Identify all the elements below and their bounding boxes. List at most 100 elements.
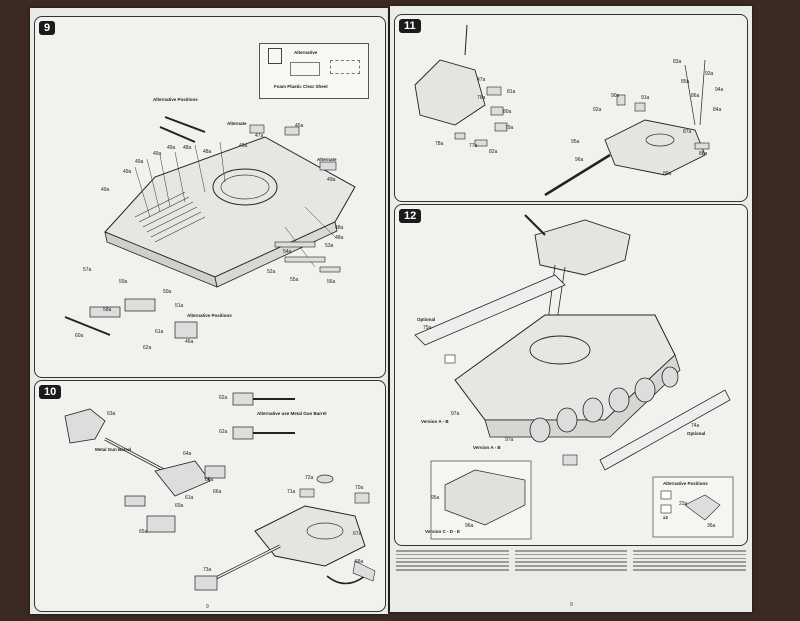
part-label: 49a <box>135 159 144 165</box>
part-label: 36a <box>707 523 716 529</box>
part-label: 91a <box>641 95 650 101</box>
part-label: 51a <box>175 303 184 309</box>
step-10-panel: 10 <box>34 380 386 612</box>
part-label: 68a <box>355 559 364 565</box>
part-label: 75a <box>423 325 432 331</box>
part-label: 49a <box>123 169 132 175</box>
turret-drawing <box>64 392 376 591</box>
part-label: 76a <box>477 95 486 101</box>
part-label: 62a <box>219 429 228 435</box>
callout-alt-pos-2: Alternative Positions <box>187 313 232 318</box>
part-label: 48a <box>335 235 344 241</box>
part-label: 65a <box>139 529 148 535</box>
part-label: 48a <box>203 149 212 155</box>
inset-caption: Foam Plastic Clear Sheet <box>274 84 328 89</box>
part-label: 95a <box>431 495 440 501</box>
part-label: 96a <box>465 523 474 529</box>
part-label: 54a <box>283 249 292 255</box>
part-label: 89a <box>663 171 672 177</box>
part-label: 96a <box>575 157 584 163</box>
part-label: 56a <box>327 279 336 285</box>
step-11-panel: 11 47a 76a 79a 80a 81a 78a 77a 8 <box>394 14 748 202</box>
part-label: 82a <box>489 149 498 155</box>
part-label: 87a <box>683 129 692 135</box>
hull-drawing <box>64 116 356 339</box>
part-label: 67a <box>353 531 362 537</box>
part-label: 97a <box>505 437 514 443</box>
part-label: 58a <box>103 307 112 313</box>
part-label: 61a <box>155 329 164 335</box>
part-label: 72a <box>305 475 314 481</box>
part-label: 86a <box>691 93 700 99</box>
foam-sheet-inset: Alternative Foam Plastic Clear Sheet <box>259 43 369 99</box>
part-label: 84a <box>713 107 722 113</box>
callout-alt-metal-barrel: Alternative use Metal Gun Barrel <box>257 411 327 416</box>
callout-optional-1: Optional <box>417 317 436 322</box>
tank-assembly-drawing <box>414 214 734 540</box>
part-label: 80a <box>503 109 512 115</box>
step-number: 10 <box>39 385 62 399</box>
callout-version-cde: Version C - D - E <box>425 529 461 534</box>
part-label: 85a <box>681 79 690 85</box>
callout-metal-gun-barrel: Metal Gun Barrel <box>95 447 132 452</box>
callout-version-ab-1: Version A - B <box>421 419 449 424</box>
part-label: 93a <box>705 71 714 77</box>
part-label: 94a <box>715 87 724 93</box>
part-label: 47a <box>477 77 486 83</box>
part-label: 63a <box>107 411 116 417</box>
part-label: 49a <box>327 177 336 183</box>
part-label: 60a <box>75 333 84 339</box>
callout-alt-2: Alternate <box>317 157 337 162</box>
part-label: 78a <box>435 141 444 147</box>
part-label: 74a <box>691 423 700 429</box>
instruction-text-block <box>396 550 746 598</box>
part-label: 64a <box>183 451 192 457</box>
step-12-panel: 12 <box>394 204 748 546</box>
quantity-label: x2 <box>663 515 669 520</box>
part-label: 70a <box>355 485 364 491</box>
instruction-page-right: 11 47a 76a 79a 80a 81a 78a 77a 8 <box>390 6 752 612</box>
part-label: 47a <box>255 133 264 139</box>
page-number-left: 9 <box>206 604 209 610</box>
part-label: 48a <box>183 145 192 151</box>
part-label: 49a <box>101 187 110 193</box>
part-label: 62a <box>143 345 152 351</box>
part-label: 66a <box>213 489 222 495</box>
part-label: 53a <box>325 243 334 249</box>
part-label: 81a <box>507 89 516 95</box>
step-number: 9 <box>39 21 56 35</box>
part-label: 61a <box>185 495 194 501</box>
part-label: 79a <box>505 125 514 131</box>
part-label: 73a <box>203 567 212 573</box>
part-label: 92a <box>593 107 602 113</box>
part-label: 62a <box>219 395 228 401</box>
part-label: 55a <box>290 277 299 283</box>
part-label: 69a <box>175 503 184 509</box>
part-label: 46a <box>185 339 194 345</box>
part-label: 48a <box>335 225 344 231</box>
callout-alt-1: Alternate <box>227 121 247 126</box>
step-number: 12 <box>399 209 422 223</box>
part-label: 66a <box>205 477 214 483</box>
part-label: 49a <box>153 151 162 157</box>
callout-alt-pos-1: Alternative Positions <box>153 97 198 102</box>
part-label: 50a <box>163 289 172 295</box>
part-label: 59a <box>119 279 128 285</box>
inset-title: Alternative <box>294 50 318 55</box>
part-label: 49a <box>167 145 176 151</box>
part-label: 52a <box>267 269 276 275</box>
part-label: 95a <box>571 139 580 145</box>
page-number-right: 9 <box>570 602 573 608</box>
part-label: 97a <box>451 411 460 417</box>
part-label: 71a <box>287 489 296 495</box>
part-label: 83a <box>673 59 682 65</box>
part-label: 23a <box>679 501 688 507</box>
part-label: 45a <box>295 123 304 129</box>
turret-detail-drawing <box>414 24 710 197</box>
step-number: 11 <box>399 19 421 33</box>
callout-optional-2: Optional <box>687 431 706 436</box>
part-label: 77a <box>469 143 478 149</box>
instruction-page-left: 9 Alternative Foam Plastic Clear Sheet <box>30 8 388 614</box>
part-label: 49a <box>239 143 248 149</box>
callout-version-ab-2: Version A - B <box>473 445 501 450</box>
